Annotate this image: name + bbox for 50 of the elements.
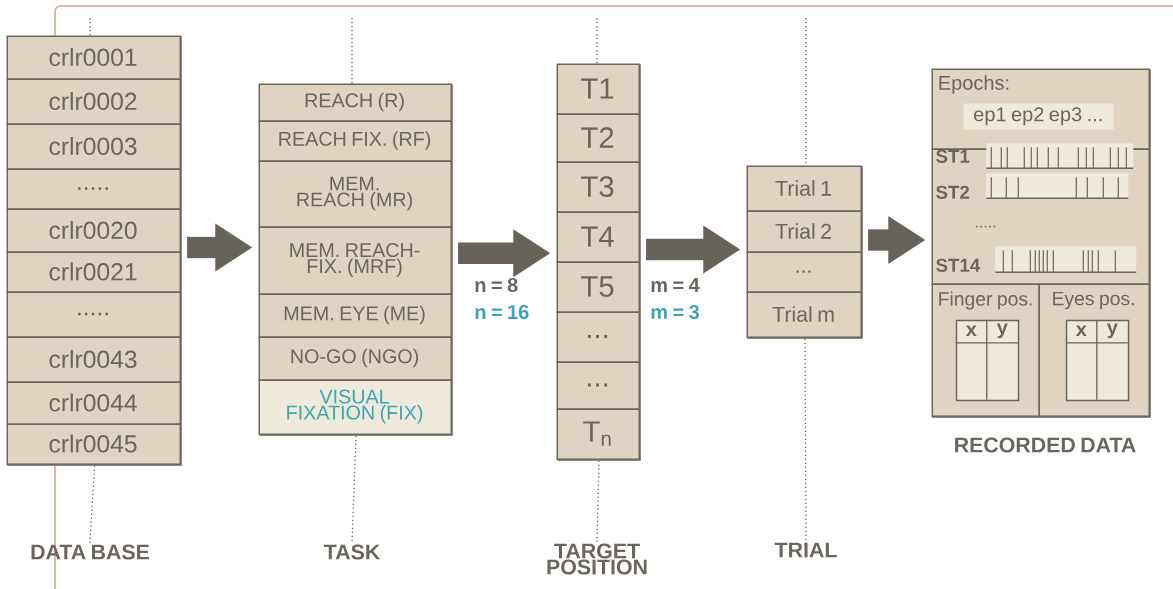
guide-line (804, 338, 807, 542)
list-cell: NO-GO (NGO) (258, 336, 452, 381)
count-label: m = 3 (651, 304, 699, 320)
list-cell: crlr0021 (6, 251, 181, 293)
list-cell: MEM. REACH (MR) (258, 160, 452, 228)
list-cell: ... (556, 361, 640, 410)
list-cell: T$_{n}$ (556, 408, 640, 460)
list-cell: crlr0002 (6, 78, 181, 125)
column-heading: TARGET POSITION (547, 543, 647, 575)
list-cell: T2 (556, 113, 640, 163)
list-cell: crlr0020 (6, 208, 181, 253)
list-cell: T4 (556, 211, 640, 263)
list-cell: MEM. EYE (ME) (258, 293, 452, 338)
data-table: x y (1065, 319, 1130, 402)
list-cell: MEM. REACH-FIX. (MRF) (258, 226, 452, 295)
list-cell: Trial 1 (746, 165, 862, 212)
list-cell: VISUAL FIXATION (FIX) (258, 379, 452, 435)
node-label: ST1 (936, 149, 970, 163)
list-cell: ..... (6, 291, 181, 338)
epochs-strip: ep1 ep2 ep3 ... (963, 103, 1114, 130)
spike-train-row: ST2 (936, 173, 1130, 200)
node-label: ST14 (936, 258, 981, 272)
list-cell: Trial 2 (746, 210, 862, 253)
list-cell: Trial m (746, 291, 862, 338)
list-cell: REACH (R) (258, 83, 452, 122)
column-heading: TRIAL (774, 542, 837, 558)
list-cell: crlr0003 (6, 123, 181, 170)
list-cell: crlr0001 (6, 35, 181, 80)
count-label: m = 4 (651, 278, 700, 292)
list-cell: ... (556, 311, 640, 363)
count-label: n = 8 (475, 277, 518, 293)
guide-line (596, 460, 600, 543)
list-cell: crlr0044 (6, 381, 181, 425)
list-cell: crlr0043 (6, 336, 181, 383)
guide-line (89, 465, 96, 544)
data-table: x y (955, 319, 1020, 402)
panel-heading: RECORDED DATA (955, 437, 1136, 453)
guide-line (351, 435, 357, 544)
count-label: n = 16 (475, 304, 529, 320)
list-cell: ..... (6, 168, 181, 210)
column-heading: DATA BASE (31, 544, 149, 560)
column-heading: TASK (324, 544, 381, 560)
spike-train-row: ST14 (936, 246, 1138, 274)
list-cell: crlr0045 (6, 423, 181, 465)
node-label: ST2 (936, 185, 970, 199)
list-cell: REACH FIX. (RF) (258, 120, 452, 162)
list-cell: T1 (556, 63, 640, 115)
list-cell: T3 (556, 161, 640, 213)
list-cell: T5 (556, 261, 640, 313)
list-cell: ... (746, 251, 862, 293)
